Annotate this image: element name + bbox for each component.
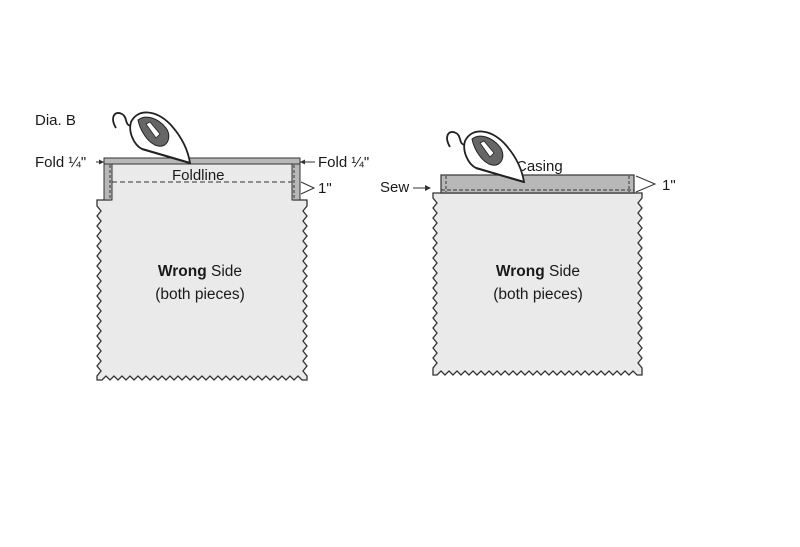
left-body-sub: (both pieces) [155, 286, 245, 303]
right-measure-label: 1" [662, 177, 676, 194]
left-fold-label-right: Fold ¼" [318, 154, 369, 171]
left-body-bold: Wrong [158, 263, 207, 280]
left-fold-arrowhead-right [300, 159, 305, 165]
right-panel: Casing Sew 1" Wrong Side (both pieces) [380, 130, 676, 376]
left-measure-bracket [300, 181, 316, 195]
left-fold-arrowhead-left [99, 159, 104, 165]
left-body-title: Wrong Side [158, 263, 242, 280]
right-body-bold: Wrong [496, 263, 545, 280]
left-fold-strip-right [291, 159, 301, 201]
left-fold-strip-left [103, 159, 113, 201]
left-body-rest: Side [207, 263, 242, 280]
right-casing-band [440, 174, 635, 194]
iron-icon [112, 111, 192, 165]
right-sew-label: Sew [380, 179, 409, 196]
right-body-rest: Side [545, 263, 580, 280]
right-measure-bracket [635, 175, 657, 193]
iron-icon [446, 130, 526, 184]
left-measure-label: 1" [318, 180, 332, 197]
left-panel: Fold ¼" Fold ¼" Foldline 1" Wrong Side (… [35, 111, 369, 381]
diagram-label: Dia. B [35, 112, 76, 129]
right-body-title: Wrong Side [496, 263, 580, 280]
left-fold-label-left: Fold ¼" [35, 154, 86, 171]
right-sew-arrowhead [425, 185, 431, 191]
right-body-sub: (both pieces) [493, 286, 583, 303]
left-foldline-label: Foldline [172, 167, 225, 184]
right-casing-label: Casing [516, 158, 563, 175]
left-top-band [103, 157, 301, 165]
left-fabric-body [96, 191, 308, 381]
right-fabric-body [432, 192, 643, 376]
left-upper-flap [104, 160, 300, 200]
